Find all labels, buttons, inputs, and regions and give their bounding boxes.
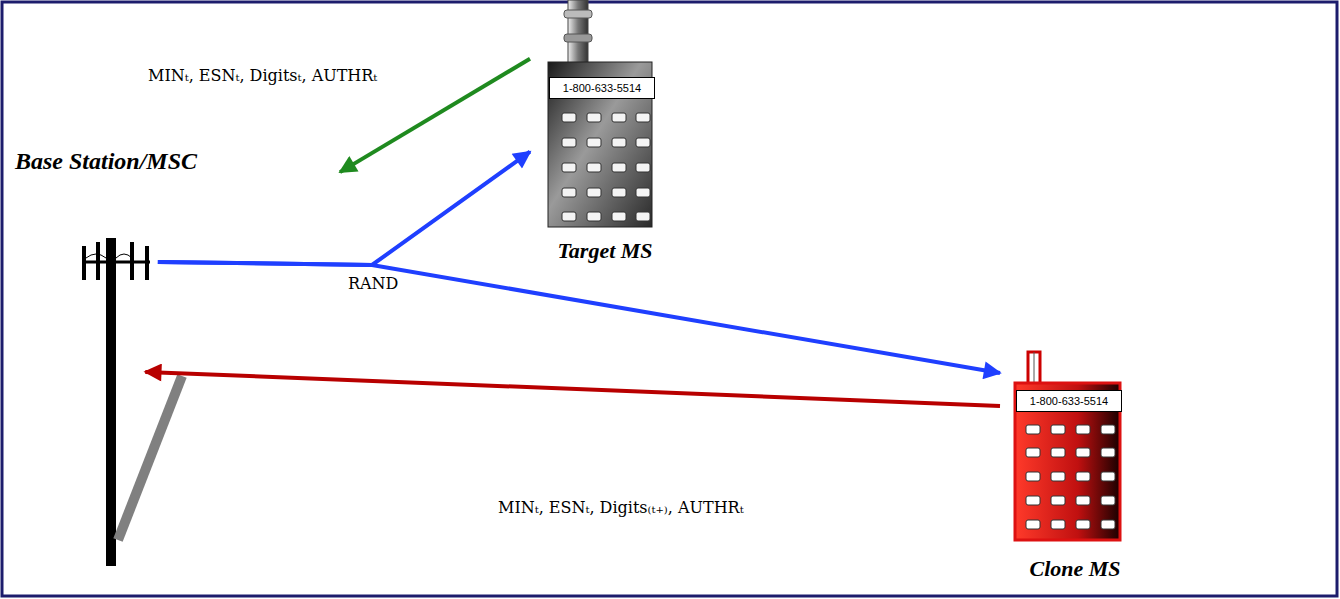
phone-key <box>612 138 626 147</box>
phone-key <box>1076 472 1090 481</box>
phone-key <box>1026 448 1040 457</box>
phone-key <box>562 138 576 147</box>
phone-key <box>562 188 576 197</box>
phone-label: Clone MS <box>1000 556 1150 582</box>
phone-number: 1-800-633-5514 <box>549 77 655 99</box>
base-station: Base Station/MSC <box>10 140 340 580</box>
phone-key <box>562 113 576 122</box>
phone-key <box>1076 496 1090 505</box>
clone-phone <box>1015 352 1120 540</box>
phone-key <box>1051 472 1065 481</box>
phone-key <box>1076 425 1090 434</box>
phone-key <box>1101 448 1115 457</box>
clone-signal-arrow <box>145 372 1000 406</box>
phone-label: Target MS <box>530 238 680 264</box>
phone-key <box>562 163 576 172</box>
target-phone-node: 1-800-633-5514Target MS <box>530 0 684 268</box>
phone-key <box>1101 496 1115 505</box>
edge-label: MINₜ, ESNₜ, Digits₍ₜ₊₎, AUTHRₜ <box>495 498 747 517</box>
phone-key <box>587 188 601 197</box>
phone-key <box>1076 520 1090 529</box>
phone-key <box>1051 520 1065 529</box>
phone-key <box>1101 472 1115 481</box>
tower-symbol <box>82 238 182 566</box>
phone-key <box>1026 425 1040 434</box>
edge-label: RAND <box>345 274 401 293</box>
phone-key <box>636 138 650 147</box>
rand-arrow <box>158 152 530 265</box>
phone-key <box>587 138 601 147</box>
phone-key <box>1101 520 1115 529</box>
target-phone <box>548 0 652 227</box>
phone-key <box>1026 472 1040 481</box>
phone-key <box>612 113 626 122</box>
edge-label: MINₜ, ESNₜ, Digitsₜ, AUTHRₜ <box>145 66 380 85</box>
phone-key <box>587 212 601 221</box>
phone-number: 1-800-633-5514 <box>1016 390 1122 412</box>
phone-key <box>1026 520 1040 529</box>
phone-key <box>636 212 650 221</box>
clone-phone-node: 1-800-633-5514Clone MS <box>1000 350 1154 590</box>
rand-arrow <box>158 262 1000 373</box>
station-label: Base Station/MSC <box>15 148 197 175</box>
phone-key <box>1051 496 1065 505</box>
phone-key <box>636 188 650 197</box>
phone-key <box>1076 448 1090 457</box>
phone-key <box>562 212 576 221</box>
phone-key <box>1051 448 1065 457</box>
phone-key <box>612 212 626 221</box>
phone-key <box>612 188 626 197</box>
phone-key <box>636 163 650 172</box>
phone-key <box>587 163 601 172</box>
phone-key <box>1101 425 1115 434</box>
phone-key <box>636 113 650 122</box>
phone-key <box>1026 496 1040 505</box>
phone-key <box>587 113 601 122</box>
phone-key <box>612 163 626 172</box>
phone-key <box>1051 425 1065 434</box>
